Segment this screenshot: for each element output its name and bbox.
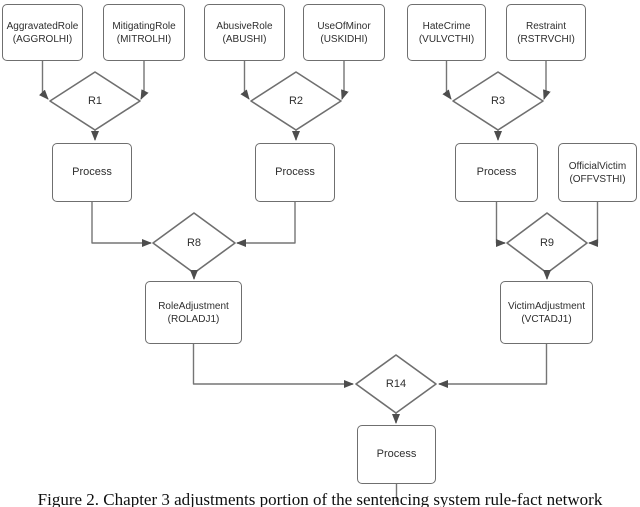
node-label: Process bbox=[376, 448, 417, 461]
node-process-left: Process bbox=[52, 143, 132, 202]
node-label: Process bbox=[476, 166, 517, 179]
node-label: Process bbox=[275, 166, 315, 179]
diamond-r1 bbox=[49, 71, 141, 131]
node-official-victim: OfficialVictim (OFFVSTHI) bbox=[558, 143, 637, 202]
node-mitigating-role: MitigatingRole (MITROLHI) bbox=[103, 4, 185, 61]
node-restraint: Restraint (RSTRVCHI) bbox=[506, 4, 586, 61]
node-hate-crime: HateCrime (VULVCTHI) bbox=[407, 4, 486, 61]
connector-process-right-r9 bbox=[495, 202, 506, 247]
node-code: (VCTADJ1) bbox=[521, 313, 572, 325]
rule-label-r3: R3 bbox=[490, 95, 506, 107]
rule-label-r2: R2 bbox=[288, 95, 304, 107]
node-code: (RSTRVCHI) bbox=[517, 33, 575, 45]
figure-caption: Figure 2. Chapter 3 adjustments portion … bbox=[37, 490, 603, 507]
node-code: (USKIDHI) bbox=[320, 33, 368, 45]
node-label: OfficialVictim bbox=[568, 160, 627, 172]
connector-victimadjustment-r14 bbox=[438, 344, 548, 388]
connector-process-left-r8 bbox=[91, 202, 152, 247]
node-use-of-minor: UseOfMinor (USKIDHI) bbox=[303, 4, 385, 61]
node-process-right: Process bbox=[455, 143, 538, 202]
connector-process-mid-r8 bbox=[236, 202, 296, 247]
node-code: (MITROLHI) bbox=[116, 33, 172, 45]
node-code: (ROLADJ1) bbox=[167, 313, 220, 325]
node-label: HateCrime bbox=[422, 20, 471, 32]
diamond-r2 bbox=[250, 71, 342, 131]
node-label: RoleAdjustment bbox=[158, 300, 229, 312]
rule-label-r14: R14 bbox=[385, 378, 407, 390]
node-code: (OFFVSTHI) bbox=[569, 173, 626, 185]
connector-officialvictim-r9 bbox=[588, 202, 599, 247]
rule-label-r1: R1 bbox=[87, 95, 103, 107]
node-code: (ABUSHI) bbox=[222, 33, 267, 45]
node-process-mid: Process bbox=[255, 143, 335, 202]
connector-mitigatingrole-r1 bbox=[140, 61, 149, 100]
node-label: UseOfMinor bbox=[317, 20, 371, 32]
node-victim-adjustment: VictimAdjustment (VCTADJ1) bbox=[500, 281, 593, 344]
connector-useofminor-r2 bbox=[341, 61, 349, 100]
node-label: Process bbox=[72, 166, 112, 179]
connector-aggravatedrole-r1 bbox=[38, 61, 49, 100]
node-label: VictimAdjustment bbox=[507, 300, 586, 312]
diamond-r3 bbox=[452, 71, 544, 131]
connector-roleadjustment-r14 bbox=[192, 344, 354, 388]
node-code: (AGGROLHI) bbox=[12, 33, 73, 45]
connector-abusiverole-r2 bbox=[240, 61, 250, 100]
connector-hatecrime-r3 bbox=[442, 61, 452, 100]
node-label: AggravatedRole bbox=[6, 20, 79, 32]
node-label: Restraint bbox=[525, 20, 566, 32]
connector-restraint-r3 bbox=[543, 61, 551, 100]
node-aggravated-role: AggravatedRole (AGGROLHI) bbox=[2, 4, 83, 61]
node-label: AbusiveRole bbox=[216, 20, 273, 32]
node-role-adjustment: RoleAdjustment (ROLADJ1) bbox=[145, 281, 242, 344]
node-abusive-role: AbusiveRole (ABUSHI) bbox=[204, 4, 285, 61]
node-label: MitigatingRole bbox=[112, 20, 176, 32]
diamond-r9 bbox=[506, 212, 588, 274]
node-code: (VULVCTHI) bbox=[418, 33, 475, 45]
node-process-bottom: Process bbox=[357, 425, 436, 484]
rule-label-r8: R8 bbox=[186, 237, 202, 249]
diamond-r14 bbox=[355, 354, 437, 414]
rule-label-r9: R9 bbox=[539, 237, 555, 249]
diamond-r8 bbox=[152, 212, 236, 274]
